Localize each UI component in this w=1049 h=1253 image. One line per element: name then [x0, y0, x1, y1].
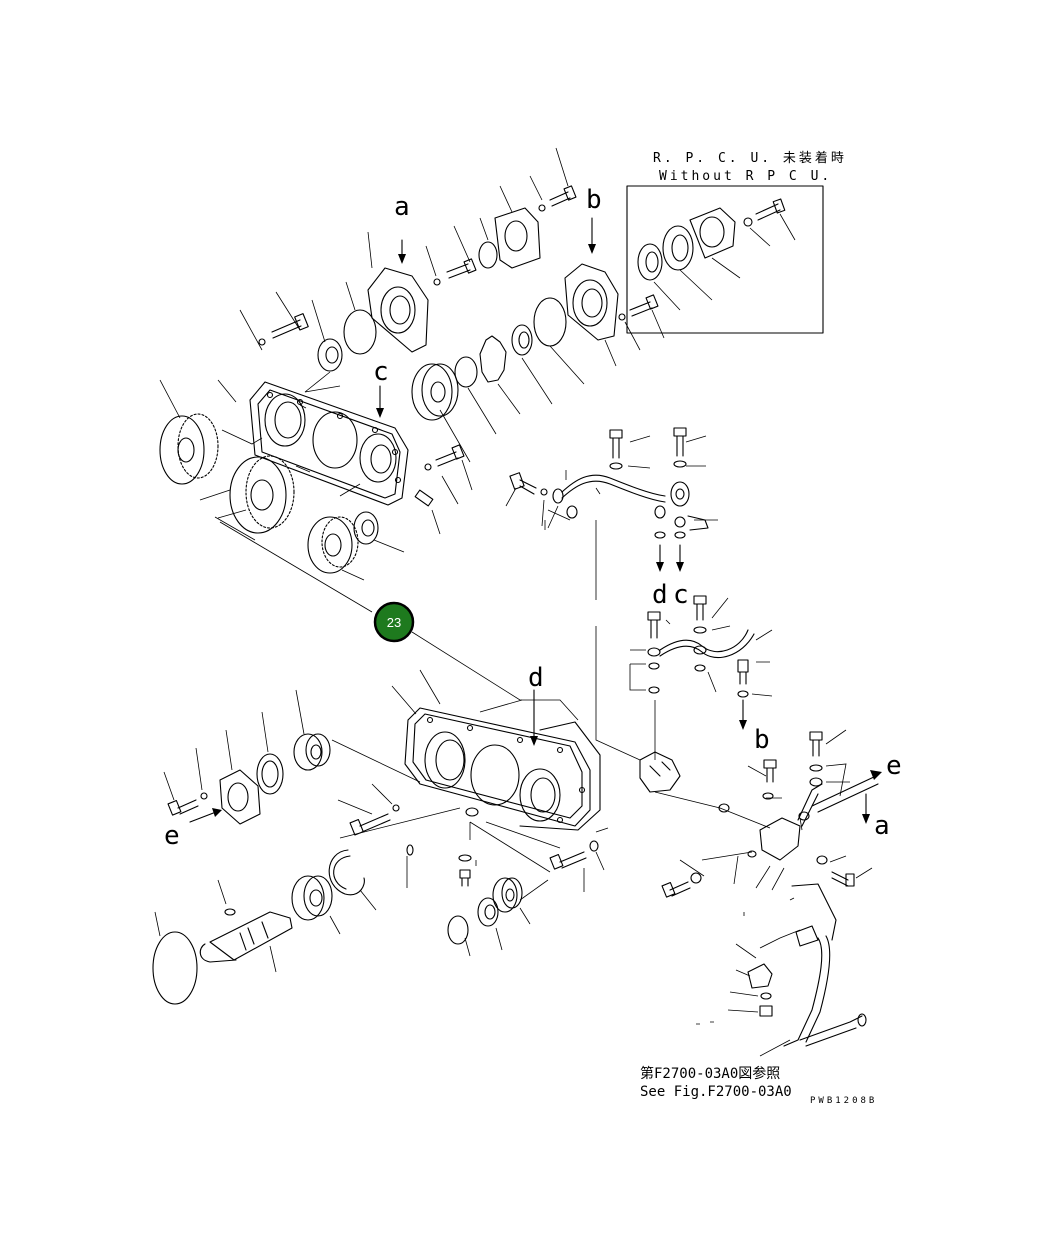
lever-bracket-assembly — [639, 729, 882, 1057]
pipe-assembly — [505, 427, 773, 761]
reference-jp: 第F2700-03A0図参照 — [640, 1065, 780, 1082]
figure-reference: 第F2700-03A0図参照 See Fig.F2700-03A0 PWB120… — [640, 1065, 877, 1106]
inset-box-without-rpcu: R. P. C. U. 未装着時 Without R P C U. — [626, 150, 847, 334]
drawing-code: PWB1208B — [810, 1096, 877, 1106]
upper-housing-assembly — [159, 147, 665, 581]
letter-labels: a b c d c d b e a e — [164, 185, 902, 851]
label-d-lower: d — [528, 663, 544, 693]
reference-en: See Fig.F2700-03A0 — [640, 1084, 792, 1100]
callout-leaders — [219, 521, 579, 721]
inset-title-jp: R. P. C. U. 未装着時 — [653, 150, 847, 166]
label-c-top: c — [373, 357, 389, 387]
lower-housing-assembly — [152, 669, 609, 1005]
label-a-right: a — [874, 811, 890, 841]
label-c-mid: c — [673, 580, 689, 610]
label-b-lower: b — [754, 725, 770, 755]
label-a-top: a — [394, 192, 410, 222]
label-e-right: e — [886, 751, 902, 781]
callout-circle[interactable] — [373, 601, 415, 643]
inset-title-en: Without R P C U. — [659, 169, 832, 184]
callout-number: 23 — [387, 615, 401, 630]
callout-23[interactable]: 23 — [373, 601, 415, 643]
label-b-top: b — [586, 185, 602, 215]
label-e-left: e — [164, 821, 180, 851]
label-d-mid: d — [652, 580, 668, 610]
